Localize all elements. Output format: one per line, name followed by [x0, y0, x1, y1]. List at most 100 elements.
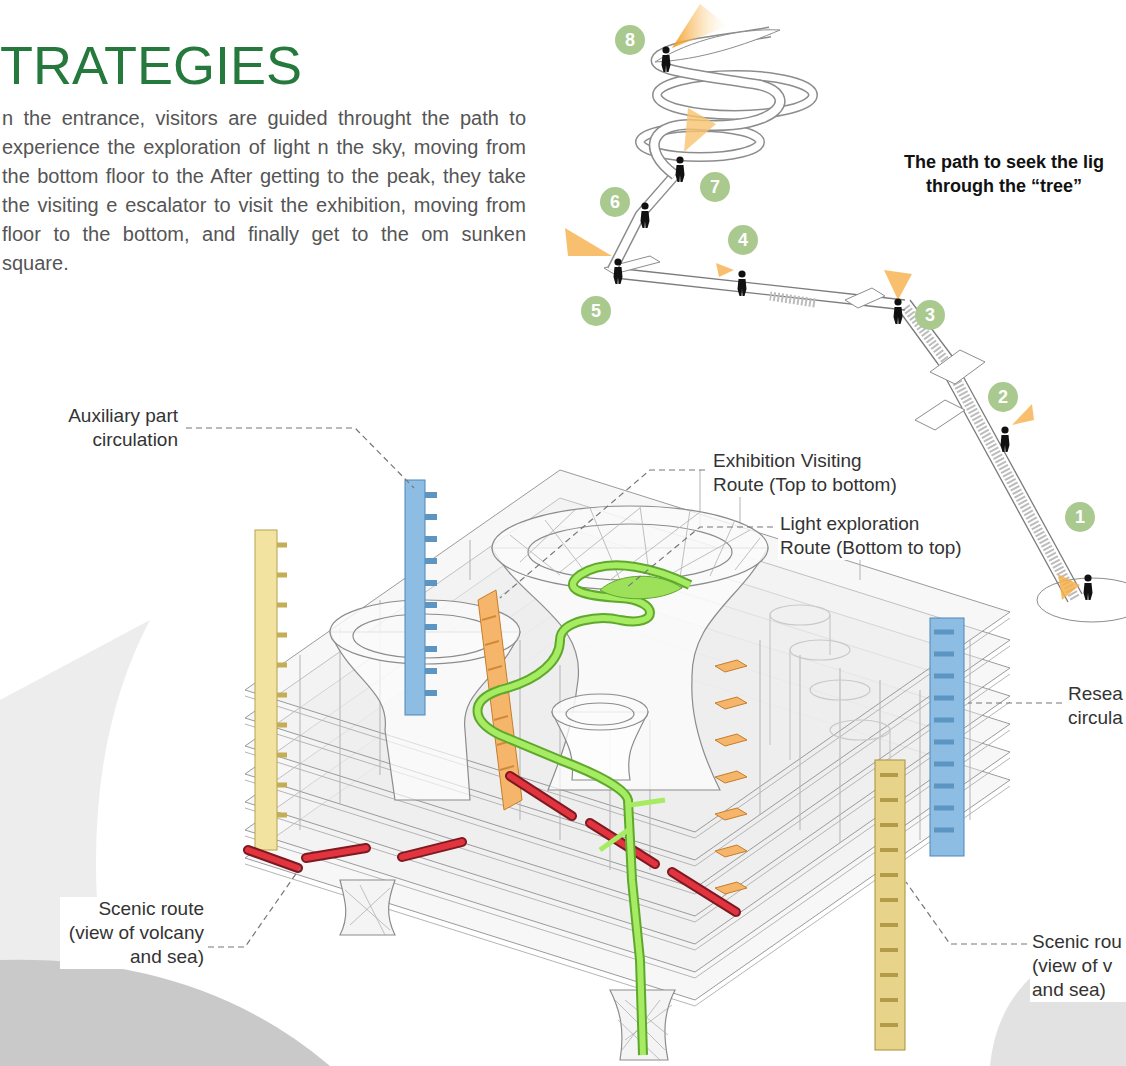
callout-label: Light exploration Route (Bottom to top) — [780, 512, 972, 560]
scenic-route-part — [248, 776, 736, 912]
glass-cylinders-part — [770, 605, 830, 625]
leader-lines-part — [626, 527, 773, 588]
callout-number: 3 — [925, 305, 935, 325]
glass-cylinders — [770, 605, 890, 790]
visitor-figures-part — [1001, 426, 1010, 452]
tree-path-part — [845, 288, 885, 308]
callout-number: 6 — [610, 192, 620, 212]
circulation-cores-part — [875, 760, 905, 1050]
callout-circle: 2 — [988, 382, 1018, 412]
callout-number: 5 — [591, 301, 601, 321]
tree-funnels-part — [566, 703, 634, 725]
leader-lines — [186, 428, 1062, 947]
callout-number: 1 — [1075, 507, 1085, 527]
tree-funnels-part — [528, 524, 732, 580]
callout-circle: 5 — [581, 296, 611, 326]
callout-label-box: Auxiliary part circulation — [40, 404, 180, 452]
leader-lines-part — [186, 428, 414, 488]
tree-path-part — [938, 356, 1082, 602]
tree-path-part — [1037, 578, 1126, 622]
light-route-part — [600, 800, 665, 850]
visitor-figures — [614, 46, 1093, 600]
light-route-part — [478, 565, 691, 1055]
light-route-part — [478, 565, 691, 1055]
callout-label-box: Scenic route (view of volcany and sea) — [60, 897, 206, 969]
glass-cylinders-part — [790, 640, 850, 660]
callout-circle: 8 — [615, 25, 645, 55]
intro-paragraph-box: n the entrance, visitors are guided thro… — [0, 104, 528, 278]
scenic-route-part — [248, 776, 736, 912]
leader-lines-part — [208, 868, 300, 947]
tree-funnels — [330, 506, 768, 1060]
callout-label: Resea circula — [1068, 682, 1126, 730]
visitor-figures-part — [1084, 574, 1093, 600]
intro-paragraph: n the entrance, visitors are guided thro… — [2, 104, 526, 278]
glass-cylinders-part — [810, 680, 870, 700]
visitor-figures-part — [894, 298, 903, 324]
tree-path-part — [915, 400, 965, 430]
page-title: TRATEGIES — [0, 35, 302, 95]
tree-path-part — [945, 360, 1075, 598]
tree-funnels-part — [345, 885, 390, 935]
tree-path — [604, 30, 1126, 622]
scenic-route — [248, 776, 736, 912]
visitor-figures-part — [662, 46, 671, 72]
callout-number: 4 — [738, 230, 748, 250]
ground-part — [990, 930, 1126, 1066]
tree-funnels-part — [552, 694, 648, 730]
visitor-figures-part — [676, 156, 685, 182]
visitor-figures-part — [614, 258, 623, 284]
light-cones-part — [884, 270, 912, 300]
callout-circle: 1 — [1065, 502, 1095, 532]
light-cones-part — [684, 108, 716, 152]
title-box: TRATEGIES — [0, 36, 302, 95]
light-cones-part — [1012, 404, 1034, 425]
circulation-cores-part — [880, 775, 898, 1025]
light-cones-part — [716, 263, 734, 277]
circulation-cores-part — [255, 530, 277, 850]
callout-label-box: Resea circula — [1066, 682, 1126, 730]
callout-label-box: Exhibition Visiting Route (Top to bottom… — [711, 449, 915, 497]
callout-circle: 3 — [915, 300, 945, 330]
path-heading: The path to seek the lig through the “tr… — [880, 150, 1126, 198]
callout-label: Exhibition Visiting Route (Top to bottom… — [713, 449, 913, 497]
circulation-cores-part — [277, 545, 287, 815]
callout-number: 7 — [710, 177, 720, 197]
path-heading-box: The path to seek the lig through the “tr… — [878, 150, 1126, 198]
visitor-figures-part — [641, 202, 650, 228]
leader-lines-part — [906, 882, 1027, 944]
ground-part — [0, 960, 330, 1066]
callout-label-box: Light exploration Route (Bottom to top) — [778, 512, 974, 560]
callout-circle: 7 — [700, 172, 730, 202]
light-cones-part — [672, 4, 728, 48]
callout-label: Auxiliary part circulation — [42, 404, 178, 452]
visitor-figures-part — [738, 270, 747, 296]
tree-path-part — [770, 296, 815, 303]
circulation-cores-part — [934, 632, 954, 830]
light-cones-part — [565, 228, 612, 256]
light-cones — [565, 4, 1080, 600]
leader-lines-part — [500, 470, 705, 598]
circulation-cores-part — [715, 660, 747, 894]
callout-circle: 4 — [728, 225, 758, 255]
callout-label: Scenic route (view of volcany and sea) — [62, 897, 204, 969]
light-route-part — [600, 576, 682, 599]
tree-path-part — [615, 268, 905, 310]
callout-number: 2 — [998, 387, 1008, 407]
glass-cylinders-part — [770, 615, 890, 790]
circulation-cores-part — [425, 495, 437, 693]
glass-cylinders-part — [830, 720, 890, 740]
tree-funnels-part — [340, 880, 395, 935]
callout-label: Scenic rou (view of v and sea) — [1032, 930, 1126, 1002]
tree-path-part — [930, 350, 985, 384]
callout-circle: 6 — [600, 187, 630, 217]
leader-lines-part — [968, 702, 1062, 703]
tree-path-part — [900, 300, 952, 364]
light-route — [478, 565, 691, 1055]
light-cones-part — [1058, 574, 1080, 600]
callout-number: 8 — [625, 30, 635, 50]
circulation-cores-part — [930, 618, 964, 856]
circulation-cores-part — [405, 480, 425, 715]
callout-label-box: Scenic rou (view of v and sea) — [1030, 930, 1126, 1002]
